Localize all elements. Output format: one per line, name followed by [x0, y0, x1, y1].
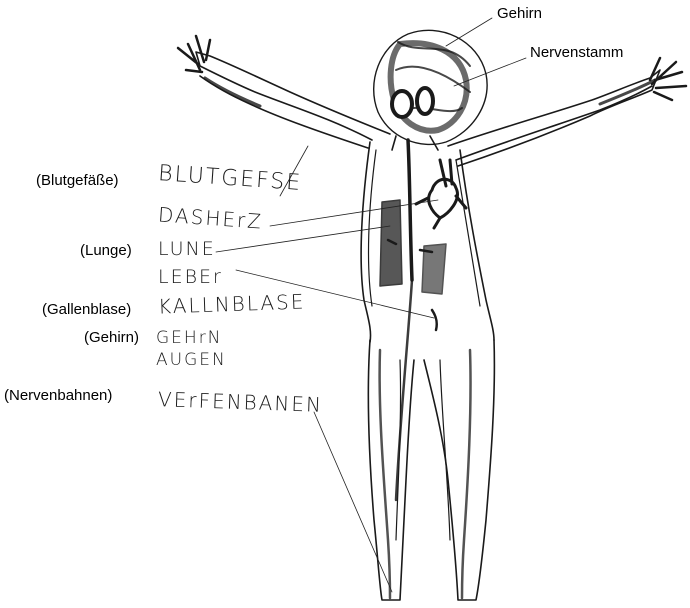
handwriting-leber: LEBEr	[158, 268, 223, 287]
label-gehirn-left: (Gehirn)	[84, 330, 139, 345]
label-gehirn-top: Gehirn	[497, 6, 542, 21]
torso-left-side	[361, 142, 370, 342]
right-eye	[417, 88, 433, 114]
torso-right-side	[460, 150, 494, 340]
handwriting-augen: AUGEN	[156, 352, 227, 369]
right-leg	[424, 340, 494, 600]
left-arm-outline	[196, 52, 390, 140]
nerve-trunk	[408, 140, 412, 280]
left-leg	[368, 340, 414, 600]
handwriting-lune: LUNE	[158, 240, 216, 259]
left-eye	[392, 91, 412, 117]
handwriting-kallnblase: KALLNBLASE	[158, 291, 306, 316]
heart-sketch	[416, 160, 466, 228]
handwriting-verfenbanen: VErFENBANEN	[158, 389, 324, 415]
right-hand	[650, 58, 686, 100]
label-gallenblase: (Gallenblase)	[42, 302, 131, 317]
label-nervenstamm: Nervenstamm	[530, 45, 623, 60]
label-blutgefaesse: (Blutgefäße)	[36, 173, 119, 188]
handwriting-gehrn: GEHrN	[156, 330, 222, 347]
pointer-herz	[270, 200, 438, 226]
label-nervenbahnen: (Nervenbahnen)	[4, 388, 112, 403]
left-lung	[380, 200, 402, 286]
pointer-gehirn	[446, 18, 492, 46]
label-lunge: (Lunge)	[80, 243, 132, 258]
